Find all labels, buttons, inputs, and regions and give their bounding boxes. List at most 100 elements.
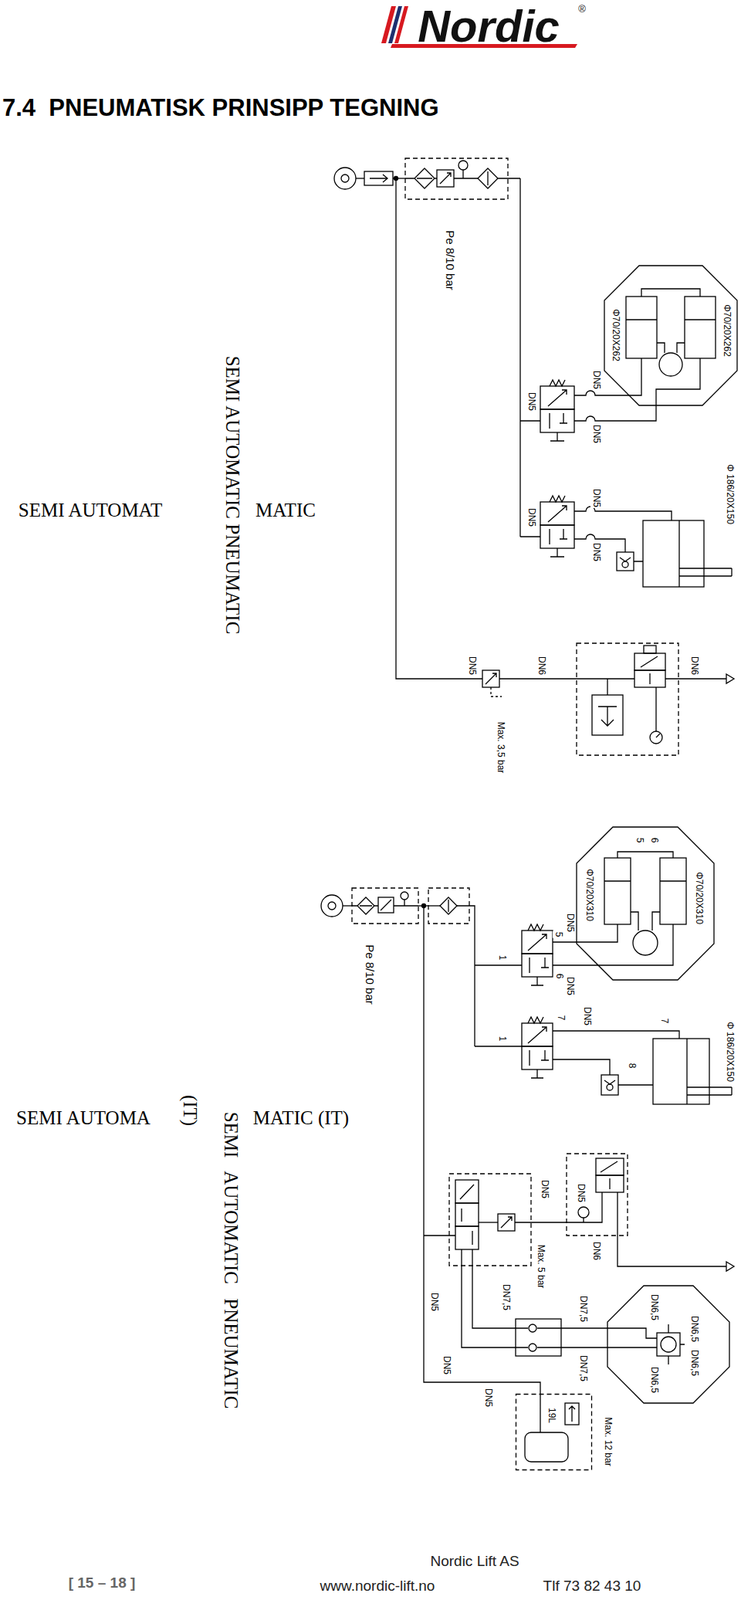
valve-symbol-part: [619, 557, 643, 562]
valve-symbol-part: [574, 506, 672, 521]
control-unit-part: [656, 686, 660, 738]
cylinder-symbol-part: [679, 520, 732, 587]
valve-symbol: [540, 495, 672, 571]
supply-lines: [395, 178, 577, 697]
control-unit-part: [606, 678, 608, 695]
valve-symbol-part: [527, 1016, 544, 1023]
rotary-actuator-housing: DN6,5DN6,5DN6,5DN6,5: [607, 1285, 730, 1403]
air-supply-unit-part: [405, 158, 508, 200]
pipe-size-label: DN6: [590, 1240, 602, 1261]
actuator-housing: Φ70/20X262Φ70/20X262: [604, 265, 738, 406]
control-unit-part: [566, 1153, 628, 1235]
pipe-size-label: DN5: [590, 369, 602, 390]
valve-symbol-part: [527, 933, 547, 951]
air-supply-unit-part: [403, 899, 405, 906]
control-unit-part: [461, 1248, 516, 1347]
air-supply-unit-part: [453, 169, 478, 179]
valve-symbol-part: [550, 432, 565, 441]
cylinder-symbol: [653, 1038, 732, 1104]
control-unit-part: [592, 694, 623, 735]
valve-symbol: [521, 1016, 680, 1095]
valve-symbol-part: [521, 930, 553, 954]
air-supply-unit-part: [321, 894, 343, 917]
valve-symbol-part: [549, 528, 568, 545]
port-number: 5: [552, 930, 564, 938]
valve-symbol-part: [529, 1049, 549, 1066]
air-supply-unit-part: [364, 171, 393, 186]
volume-label: 19L: [545, 1406, 557, 1424]
control-unit-part: [500, 1216, 512, 1228]
air-supply-unit-part: [458, 160, 468, 170]
valve-symbol-part: [549, 412, 568, 429]
valve-symbol-part: [540, 524, 575, 549]
air-supply-unit-part: [351, 896, 379, 914]
air-supply-unit-part: [380, 899, 419, 911]
heading-fragment: SEMI AUTOMA: [16, 1106, 151, 1130]
pipe-size-label: DN5: [440, 1354, 452, 1375]
air-supply-unit-part: [405, 168, 437, 189]
company-name: Nordic Lift AS: [429, 1552, 519, 1570]
control-unit-part: [514, 1191, 603, 1222]
dimension-label: Φ70/20X310: [583, 867, 595, 922]
air-supply-unit-part: [342, 904, 352, 906]
control-unit-part: [726, 1261, 735, 1271]
pipe-size-label: DN6: [535, 655, 547, 676]
valve-symbol-part: [521, 1045, 553, 1070]
air-supply-unit: [334, 158, 521, 200]
actuator-housing-part: [604, 265, 738, 406]
cylinder-symbol-part: [653, 1038, 710, 1104]
pipe-size-label: DN6,5: [688, 1314, 700, 1343]
diagram-heading: SEMI AUTOMATIC PNEUMATIC: [219, 1111, 243, 1409]
valve-symbol-part: [552, 941, 599, 965]
pipe-size-label: DN6,5: [648, 1292, 660, 1321]
pipe-size-label: DN5: [581, 1005, 593, 1026]
air-supply-unit-part: [351, 887, 419, 924]
actuator-housing-part: [604, 880, 687, 931]
air-tank-box-part: [516, 1394, 593, 1470]
heading-fragment: SEMI AUTOMAT: [18, 499, 163, 522]
rotary-actuator-housing-part: [607, 1285, 730, 1403]
actuator-housing-outline: [604, 265, 738, 406]
pipe-size-label: DN5: [525, 507, 537, 528]
pipe-size-label: DN7,5: [577, 1294, 589, 1323]
valve-symbol-part: [604, 1079, 654, 1085]
registered-mark: ®: [578, 3, 586, 16]
valve-symbol-part: [521, 1022, 553, 1046]
phone-number: Tlf 73 82 43 10: [543, 1576, 642, 1594]
control-unit-part: [478, 1221, 498, 1222]
dimension-label: Φ70/20X310: [693, 870, 704, 925]
dimension-label: Φ70/20X262: [609, 307, 621, 363]
pipe-size-label: DN5: [590, 487, 602, 508]
control-unit-part: [598, 706, 617, 726]
air-supply-unit-part: [423, 905, 541, 1394]
control-unit-part: [561, 1327, 608, 1347]
air-supply-unit-part: [477, 168, 521, 189]
control-unit-part: [576, 642, 679, 755]
air-tank-box-part: [540, 1393, 576, 1432]
pipe-size-label: DN5: [428, 1291, 440, 1312]
pipe-size-label: DN5: [482, 1387, 494, 1408]
port-number: 7: [554, 1014, 566, 1022]
valve-symbol-part: [622, 561, 629, 568]
pressure-note: Pe 8/10 bar: [443, 229, 457, 291]
port-number: 1: [496, 954, 508, 961]
actuator-housing-part: [576, 851, 674, 965]
control-unit: [576, 642, 735, 755]
air-supply-unit-part: [328, 901, 336, 910]
valve-symbol-part: [521, 953, 553, 977]
valve-symbol-part: [531, 976, 544, 985]
air-supply-unit-part: [439, 172, 451, 184]
air-supply-unit-part: [439, 896, 457, 914]
pipe-size-label: DN5: [466, 655, 478, 676]
pipe-size-label: DN6,5: [648, 1365, 660, 1394]
website: www.nordic-lift.no: [320, 1576, 436, 1594]
pipe-size-label: DN5: [575, 1182, 586, 1203]
supply-lines-part: [490, 686, 502, 697]
valve-symbol-part: [531, 1069, 544, 1078]
air-supply-unit-part: [341, 174, 349, 183]
control-unit-part: [643, 645, 657, 654]
logo-stripes-part: [394, 6, 409, 44]
pipe-size-label: DN5: [590, 541, 602, 562]
